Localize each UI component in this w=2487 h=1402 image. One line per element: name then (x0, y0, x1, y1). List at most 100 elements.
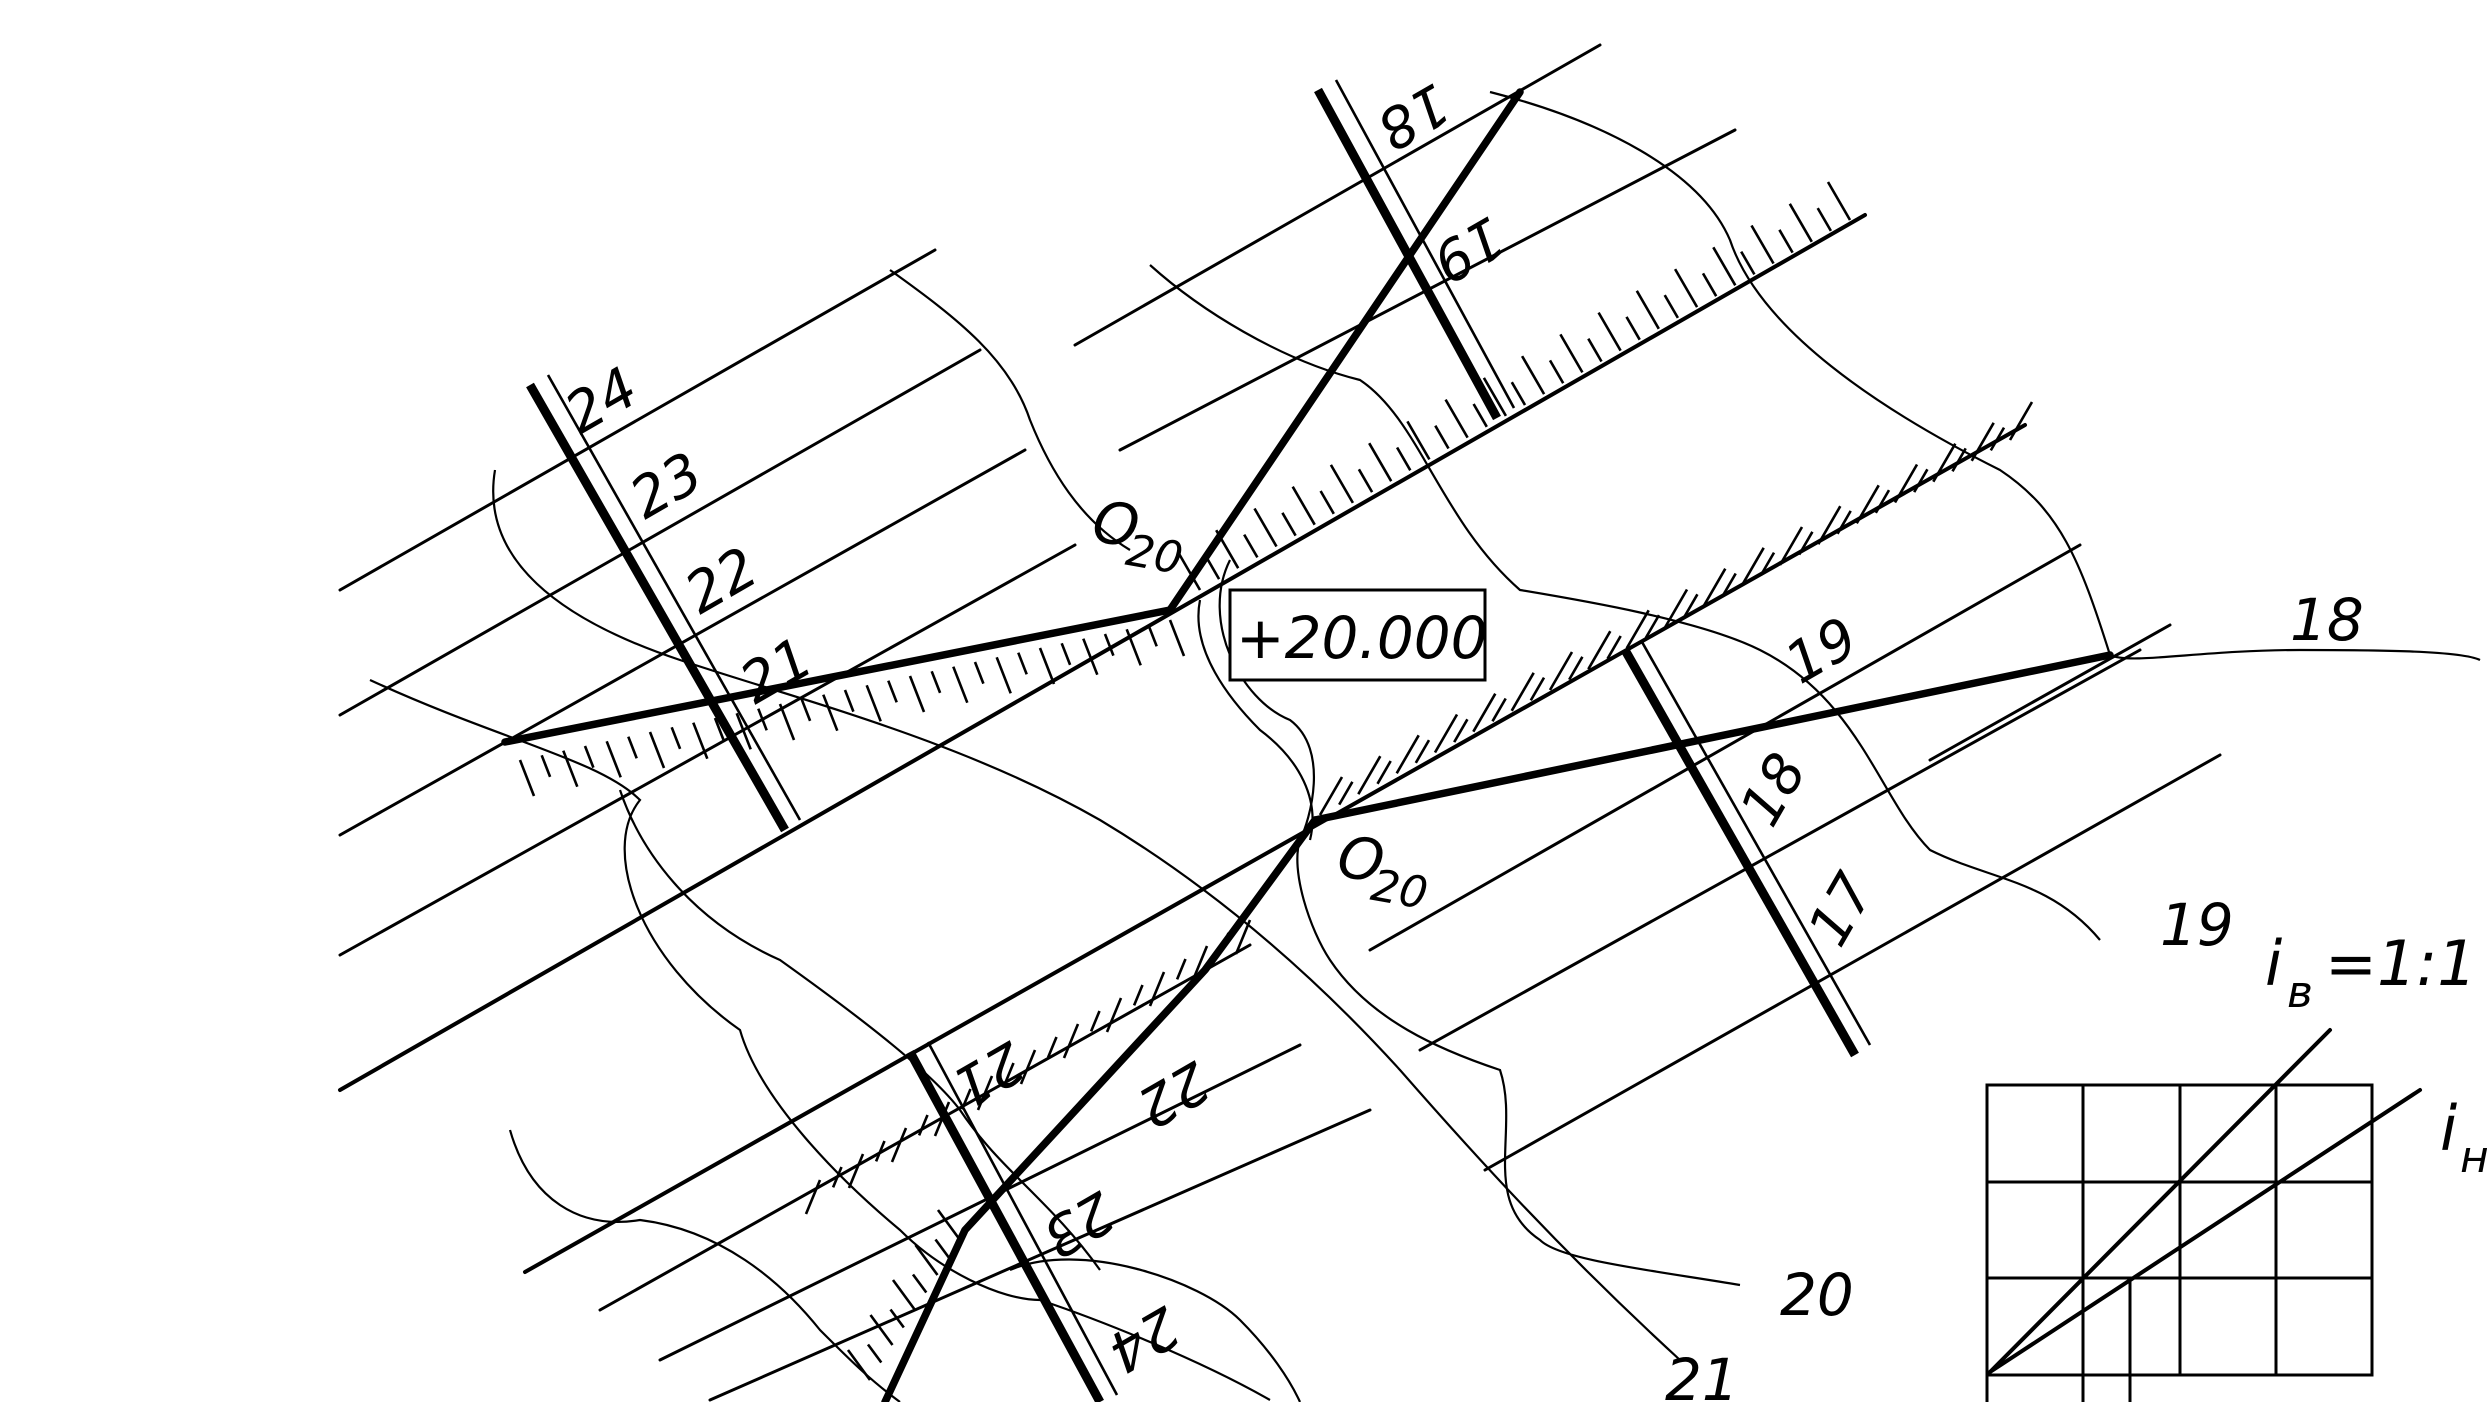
hatch-tick (1587, 338, 1603, 363)
hatch-tick (1376, 760, 1392, 785)
hatch-tick (1855, 484, 1880, 524)
contour-label: 20 (1780, 1261, 1854, 1329)
hatch-tick (1472, 403, 1488, 428)
contour-line-22-left (369, 679, 1271, 1401)
hatch-tick (976, 1075, 994, 1111)
hatch-tick (1663, 588, 1689, 629)
hatch-tick (973, 661, 985, 685)
hatch-tick (757, 708, 768, 731)
scale-label: 24 (555, 355, 649, 447)
slope-legend: i в =1:1 i н (1985, 927, 2487, 1402)
hatch-tick (605, 740, 622, 778)
hatch-tick (1019, 1049, 1037, 1085)
hatch-tick (1176, 551, 1202, 591)
platform-mark-subscript: 20 (1122, 525, 1186, 585)
contour-labels: 18 19 20 21 (1665, 586, 2364, 1402)
hatch-tick (800, 698, 812, 722)
hatch-tick (648, 731, 666, 769)
lower-parallel-lines (523, 423, 2222, 1402)
boundary-upper-left (501, 606, 1174, 746)
contour-label: 21 (1665, 1346, 1739, 1402)
hatch-tick (1453, 718, 1469, 743)
contour-label: 19 (2160, 891, 2234, 959)
scale-label: 23 (1031, 1178, 1125, 1270)
hatch-tick (995, 656, 1012, 694)
hatch-tick (1038, 647, 1056, 685)
hatch-tick (1433, 713, 1459, 754)
hatch-tick (804, 1179, 822, 1215)
scale-label: 21 (730, 625, 824, 717)
elevation-label-box: +20.000 (1228, 588, 1488, 682)
hatch-tick (1291, 486, 1316, 526)
hatch-tick (2008, 401, 2034, 441)
hatch-tick (1702, 568, 1727, 608)
hatch-tick (1816, 207, 1833, 232)
hatch-tick (1132, 984, 1144, 1006)
hatch-tick (865, 684, 882, 722)
hatch-tick (1395, 446, 1412, 471)
hatch-tick (1318, 776, 1344, 816)
hatch-tick (1893, 463, 1919, 504)
hatch-tick (1406, 420, 1431, 461)
scale-label: 18 (1728, 743, 1820, 837)
parallel-line (708, 1108, 1372, 1402)
hatch-tick (1989, 426, 2006, 452)
hatch-tick (847, 1153, 865, 1189)
scale-lower-right (1621, 641, 1872, 1058)
hatch-tick (1243, 533, 1259, 559)
hatch-tick (1529, 676, 1546, 702)
parallel-line (338, 348, 982, 717)
hatch-tick (540, 754, 552, 778)
scale-label: 21 (941, 1028, 1035, 1120)
hatch-tick (1778, 229, 1794, 254)
upper-left-parallel-lines (338, 213, 1867, 1092)
hatch-tick (1444, 398, 1469, 439)
contour-line-21 (492, 469, 1681, 1361)
hatch-tick (1874, 489, 1891, 514)
contour-line-18 (1489, 90, 2481, 662)
hatch-tick (1125, 628, 1142, 666)
hatch-tick (914, 1244, 939, 1276)
hatch-tick (1913, 468, 1929, 493)
hatch-tick (1414, 739, 1431, 764)
hatch-tick (1635, 290, 1660, 330)
contour-line-23-left (508, 1129, 901, 1402)
hatch-tick (1548, 651, 1574, 691)
scale-label: 24 (1096, 1293, 1190, 1385)
hatch-tick (1105, 997, 1123, 1033)
hatch-tick (1082, 638, 1099, 676)
hatch-tick (1017, 652, 1028, 675)
svg-text:=1:1: =1:1 (2325, 927, 2477, 1000)
parallel-line (1073, 43, 1602, 347)
slope-label-ih: i н (2440, 1092, 2487, 1183)
hatch-tick (1788, 203, 1813, 243)
hatch-tick (1003, 1062, 1015, 1084)
boundary-upper-right (1166, 88, 1524, 614)
hatch-tick (843, 689, 855, 713)
scale-upper-right (1314, 79, 1516, 421)
scale-label: 19 (1775, 605, 1869, 697)
slope-label-iv: i в =1:1 (2265, 927, 2477, 1018)
hatch-tick (1357, 755, 1382, 795)
hatch-tick (1759, 551, 1776, 577)
hatch-tick (1103, 633, 1115, 657)
contour-line-left-lower (618, 789, 1101, 1271)
hatch-tick (822, 694, 839, 732)
hatch-tick (1089, 1010, 1101, 1032)
hatch-tick (1568, 656, 1584, 681)
hatch-tick (735, 712, 752, 750)
platform-edge-lower (523, 423, 2027, 1274)
hatch-tick (692, 722, 709, 760)
hatch-tick (1559, 333, 1584, 374)
hatch-tick (1062, 1023, 1080, 1059)
boundary-lower-left (881, 816, 1319, 1402)
hatch-tick (1510, 672, 1535, 712)
hatch-tick (1606, 635, 1622, 660)
hatch-tick (891, 1279, 917, 1311)
hatch-tick (1175, 958, 1187, 980)
scale-upper-left (526, 374, 802, 833)
hatch-tick (1625, 316, 1641, 341)
scale-label: 23 (620, 440, 714, 532)
parallel-line (658, 1043, 1302, 1362)
